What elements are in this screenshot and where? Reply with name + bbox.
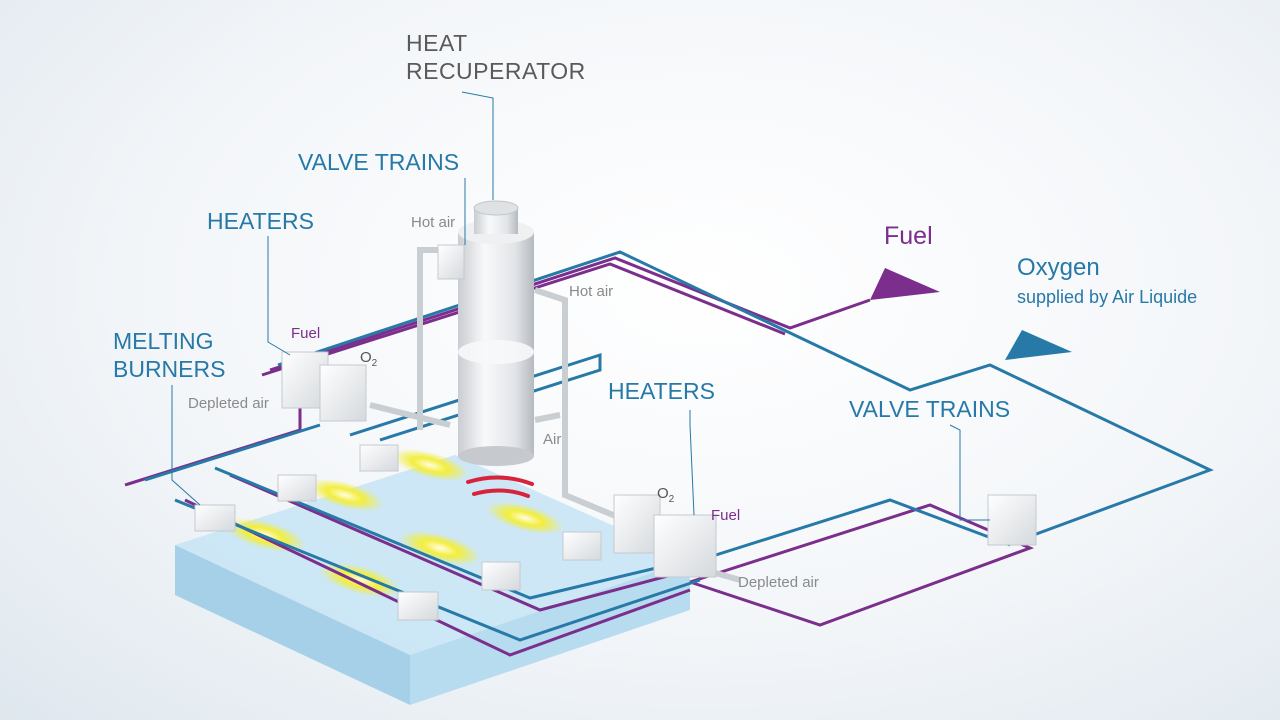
glass-bath bbox=[175, 455, 690, 705]
o2-left-subscript: 2 bbox=[371, 358, 378, 369]
heat-recuperator-label-line2: RECUPERATOR bbox=[406, 58, 586, 84]
valve-trains-right-label: VALVE TRAINS bbox=[849, 396, 1011, 422]
oxygen-supplier-label: supplied by Air Liquide bbox=[1017, 287, 1198, 307]
heat-recuperator-column bbox=[458, 200, 534, 466]
equipment-boxes bbox=[281, 244, 1037, 578]
fuel-pipes bbox=[124, 256, 1035, 657]
o2-left-label: O2 bbox=[360, 350, 377, 369]
o2-left-symbol: O bbox=[360, 349, 372, 366]
o2-right-label: O2 bbox=[657, 486, 674, 505]
hot-air-right-label: Hot air bbox=[569, 283, 614, 300]
depleted-air-right-label: Depleted air bbox=[738, 574, 819, 591]
heat-arcs bbox=[466, 475, 534, 498]
fuel-right-label: Fuel bbox=[711, 507, 741, 524]
depleted-air-left-label: Depleted air bbox=[188, 395, 269, 412]
heat-recuperator-label-line1: HEAT bbox=[406, 30, 468, 56]
o2-right-subscript: 2 bbox=[668, 494, 675, 505]
melting-burners-label-line2: BURNERS bbox=[113, 356, 226, 382]
melting-burners-label-line1: MELTING bbox=[113, 328, 214, 354]
leader-lines bbox=[171, 91, 990, 521]
heaters-right-label: HEATERS bbox=[608, 378, 715, 404]
air-label: Air bbox=[543, 431, 562, 448]
heaters-left-label: HEATERS bbox=[207, 208, 314, 234]
oxygen-direction-arrow bbox=[1005, 330, 1072, 360]
burner-units bbox=[194, 444, 602, 621]
oxygen-main-label: Oxygen bbox=[1017, 254, 1100, 281]
valve-trains-top-label: VALVE TRAINS bbox=[298, 149, 460, 175]
o2-right-symbol: O bbox=[657, 485, 669, 502]
hot-air-left-label: Hot air bbox=[411, 214, 456, 231]
fuel-direction-arrow bbox=[870, 268, 940, 300]
fuel-left-label: Fuel bbox=[291, 325, 321, 342]
fuel-main-label: Fuel bbox=[884, 222, 933, 250]
